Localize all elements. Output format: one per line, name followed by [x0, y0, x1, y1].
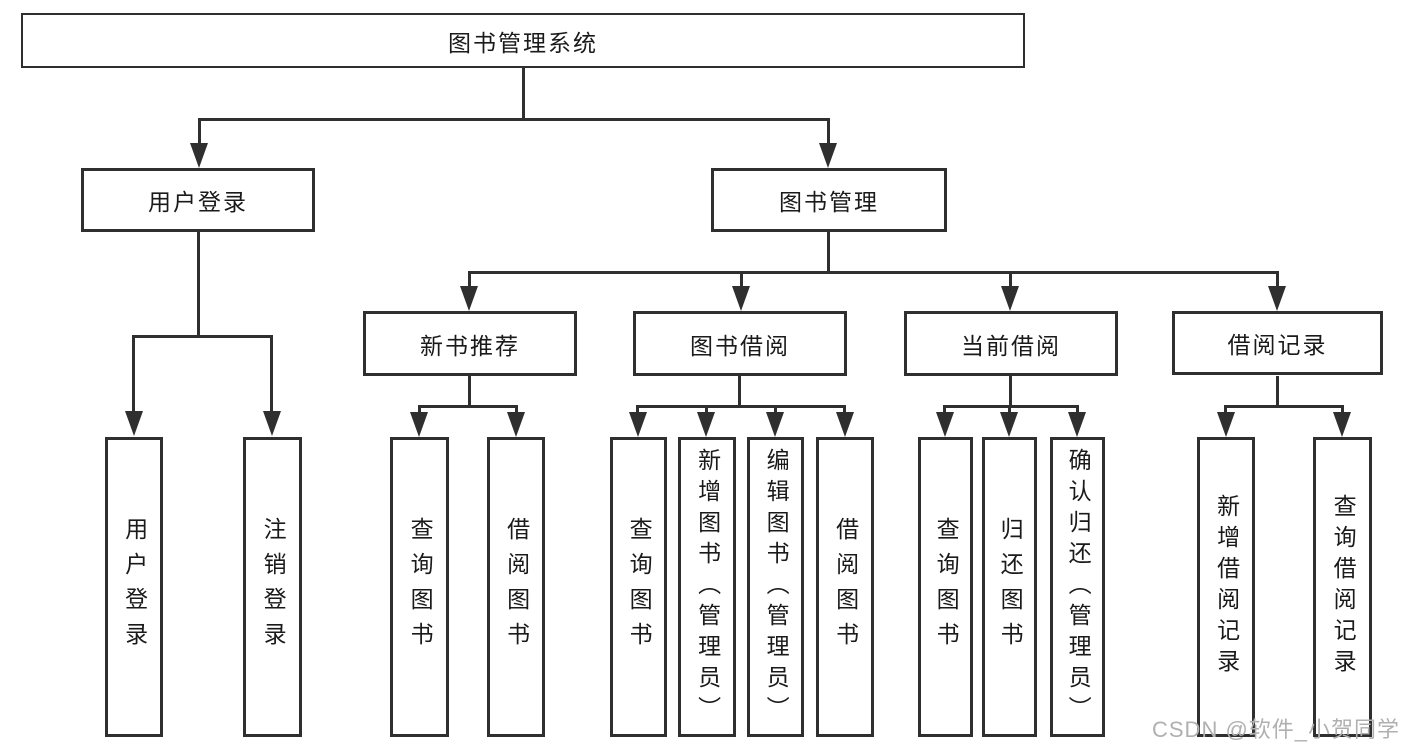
arrow-down-icon [1333, 412, 1351, 437]
csdn-watermark: CSDN @软件_小贺同学 [1152, 717, 1401, 742]
connector [132, 335, 135, 413]
node-label: 当前借阅 [961, 332, 1061, 359]
arrow-down-icon [697, 412, 715, 437]
arrow-down-icon [836, 412, 854, 437]
node-user-login: 用户登录 [81, 168, 315, 232]
node-label: 新书推荐 [420, 332, 520, 359]
connector [705, 405, 708, 414]
leaf-query-books: 查询图书 [390, 437, 449, 737]
connector [1009, 376, 1012, 408]
arrow-down-icon [1217, 412, 1235, 437]
connector [132, 335, 273, 338]
leaf-label: 用户登录 [121, 517, 148, 657]
node-book-borrow: 图书借阅 [633, 311, 847, 376]
leaf-label: 查询图书 [933, 517, 960, 657]
leaf-return-books: 归还图书 [982, 437, 1037, 737]
connector [843, 405, 846, 414]
connector [522, 68, 525, 120]
arrow-down-icon [263, 411, 281, 436]
node-new-book-recommend: 新书推荐 [363, 311, 577, 376]
leaf-label: 归还图书 [997, 517, 1024, 657]
arrow-down-icon [629, 412, 647, 437]
connector [468, 271, 471, 288]
leaf-label: 查询图书 [626, 517, 653, 657]
connector [1008, 405, 1011, 414]
connector [1224, 405, 1344, 408]
node-book-management: 图书管理 [711, 168, 947, 232]
leaf-label: 注销登录 [260, 517, 287, 657]
connector [418, 405, 421, 414]
node-current-borrow: 当前借阅 [904, 311, 1118, 376]
leaf-borrow-books: 借阅图书 [816, 437, 874, 737]
connector [827, 232, 830, 273]
arrow-down-icon [766, 412, 784, 437]
leaf-label: 查询图书 [407, 517, 434, 657]
arrow-down-icon [190, 143, 208, 168]
connector [468, 376, 471, 407]
connector [636, 405, 846, 408]
arrow-down-icon [460, 286, 478, 311]
arrow-down-icon [1068, 412, 1086, 437]
leaf-edit-books-admin: 编辑图书（管理员） [747, 437, 804, 737]
arrow-down-icon [125, 411, 143, 436]
leaf-logout: 注销登录 [243, 437, 302, 737]
connector [1224, 405, 1227, 414]
connector [1076, 405, 1079, 414]
leaf-borrow-books: 借阅图书 [487, 437, 545, 737]
arrow-down-icon [1000, 412, 1018, 437]
arrow-down-icon [507, 412, 525, 437]
arrow-down-icon [732, 286, 750, 311]
connector [198, 118, 201, 146]
leaf-label: 编辑图书（管理员） [763, 447, 790, 727]
arrow-down-icon [410, 412, 428, 437]
connector [197, 232, 200, 337]
connector [1276, 376, 1279, 408]
connector [943, 405, 946, 414]
leaf-label: 查询借阅记录 [1330, 494, 1357, 680]
connector [1341, 405, 1344, 414]
leaf-label: 借阅图书 [503, 517, 530, 657]
leaf-label: 新增图书（管理员） [694, 447, 721, 727]
connector [740, 271, 743, 288]
leaf-label: 借阅图书 [832, 517, 859, 657]
leaf-label: 新增借阅记录 [1213, 494, 1240, 680]
connector [1009, 271, 1012, 288]
connector [515, 405, 518, 414]
leaf-query-borrow-record: 查询借阅记录 [1313, 437, 1372, 737]
arrow-down-icon [819, 143, 837, 168]
connector [774, 405, 777, 414]
leaf-query-books: 查询图书 [610, 437, 667, 737]
connector [943, 405, 1079, 408]
node-label: 图书借阅 [690, 332, 790, 359]
leaf-add-borrow-record: 新增借阅记录 [1197, 437, 1255, 737]
connector [827, 118, 830, 146]
node-label: 图书管理系统 [448, 29, 598, 56]
leaf-label: 确认归还（管理员） [1065, 447, 1092, 727]
leaf-query-books: 查询图书 [918, 437, 973, 737]
node-label: 图书管理 [779, 189, 879, 215]
node-borrow-records: 借阅记录 [1172, 311, 1383, 375]
node-label: 用户登录 [148, 189, 248, 215]
arrow-down-icon [936, 412, 954, 437]
connector [468, 271, 1278, 274]
arrow-down-icon [1001, 286, 1019, 311]
connector [418, 405, 518, 408]
node-library-system: 图书管理系统 [21, 13, 1025, 68]
node-label: 借阅记录 [1227, 332, 1328, 358]
leaf-user-login: 用户登录 [105, 437, 163, 737]
connector [1276, 271, 1279, 288]
connector [199, 118, 830, 121]
leaf-confirm-return-admin: 确认归还（管理员） [1050, 437, 1105, 737]
connector [270, 335, 273, 413]
connector [738, 376, 741, 407]
connector [636, 405, 639, 414]
arrow-down-icon [1268, 286, 1286, 311]
leaf-add-books-admin: 新增图书（管理员） [678, 437, 736, 737]
